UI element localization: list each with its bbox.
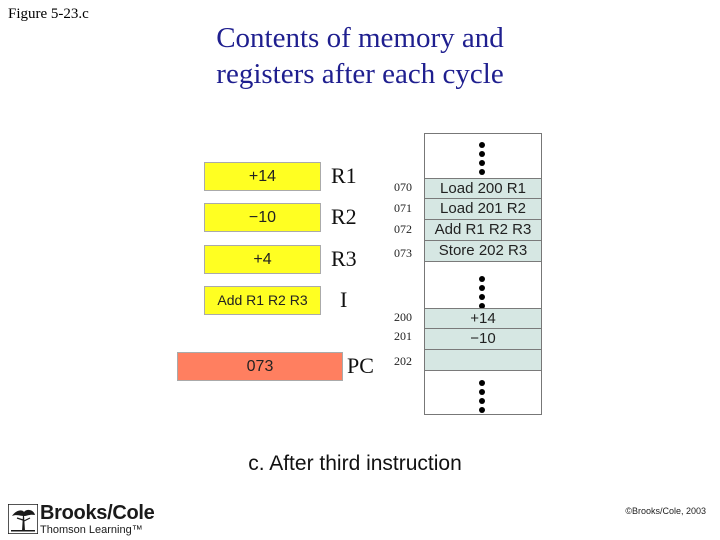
figure-label: Figure 5-23.c [8,6,89,22]
address-070: 070 [394,180,412,194]
instruction-register-value: Add R1 R2 R3 [204,286,321,315]
memory-cell-202 [425,350,541,371]
address-201: 201 [394,329,412,343]
address-073: 073 [394,246,412,260]
logo-subtitle: Thomson Learning™ [40,524,143,536]
ellipsis-middle [477,276,487,312]
program-counter-label: PC [347,353,374,378]
memory-cell-071: Load 201 R2 [425,199,541,220]
memory-cell-073: Store 202 R3 [425,241,541,262]
address-202: 202 [394,354,412,368]
register-r3-value: +4 [204,245,321,274]
ellipsis-bottom [477,380,487,416]
copyright-notice: ©Brooks/Cole, 2003 [625,506,706,516]
title-line-1: Contents of memory and [216,22,504,54]
figure-caption: c. After third instruction [248,452,462,475]
memory-cell-200: +14 [425,308,541,329]
register-r2-value: −10 [204,203,321,232]
logo-name: Brooks/Cole [40,502,155,524]
register-r3-label: R3 [331,246,357,271]
instruction-register-label: I [340,287,348,312]
memory-cell-201: −10 [425,329,541,350]
page-title: Contents of memory and registers after e… [150,20,570,92]
address-200: 200 [394,310,412,324]
register-r1-value: +14 [204,162,321,191]
program-counter-value: 073 [177,352,343,381]
ellipsis-top [477,142,487,178]
memory-block: Load 200 R1 Load 201 R2 Add R1 R2 R3 Sto… [424,133,542,415]
register-r1-label: R1 [331,163,357,188]
address-071: 071 [394,201,412,215]
address-072: 072 [394,222,412,236]
memory-cell-070: Load 200 R1 [425,178,541,199]
memory-cell-072: Add R1 R2 R3 [425,220,541,241]
register-r2-label: R2 [331,204,357,229]
title-line-2: registers after each cycle [216,58,504,90]
publisher-logo: Brooks/Cole Thomson Learning™ [8,502,170,536]
tree-icon [8,504,38,534]
